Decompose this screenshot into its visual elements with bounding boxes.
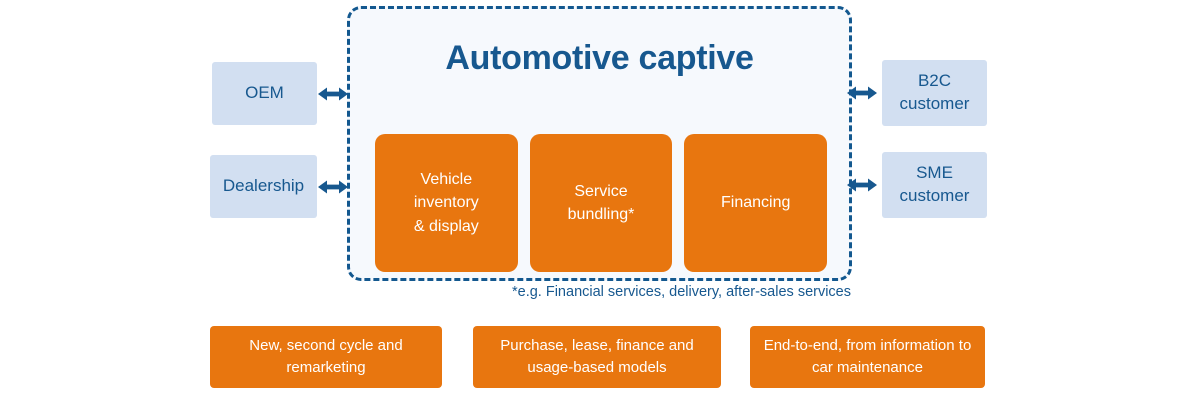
actor-label-oem: OEM [245,83,284,103]
actor-box-dealership[interactable]: Dealership [210,155,317,218]
callout-label: End-to-end, from information to car main… [763,336,972,377]
double-arrow-icon-sme [845,175,879,195]
double-arrow-icon-oem [316,84,350,104]
pillar-vehicle-inventory-display[interactable]: Vehicle inventory & display [375,134,518,272]
actor-label-b2c-customer: B2C customer [899,71,970,113]
page-title: Automotive captive [445,39,754,77]
callout-box-end-to-end[interactable]: End-to-end, from information to car main… [750,326,985,388]
automotive-captive-panel: Automotive captive Vehicle inventory & d… [347,6,852,281]
actor-label-dealership: Dealership [222,176,305,196]
callout-label: New, second cycle and remarketing [249,336,403,377]
pillar-label: Financing [720,194,791,212]
callout-label: Purchase, lease, finance and usage-based… [500,336,694,377]
actor-box-oem[interactable]: OEM [212,62,317,125]
actor-label-sme-customer: SME customer [899,163,970,205]
callout-box-new-second-cycle-remarketing[interactable]: New, second cycle and remarketing [210,326,442,388]
callout-box-purchase-lease-finance[interactable]: Purchase, lease, finance and usage-based… [473,326,721,388]
pillar-financing[interactable]: Financing [684,134,828,272]
actor-box-b2c-customer[interactable]: B2C customer [882,60,987,126]
actor-box-sme-customer[interactable]: SME customer [882,152,987,218]
double-arrow-icon-dealership [316,177,350,197]
pillar-service-bundling[interactable]: Service bundling* [529,134,673,272]
pillar-label: Vehicle inventory & display [413,171,479,235]
footnote-text: *e.g. Financial services, delivery, afte… [512,284,851,300]
double-arrow-icon-b2c [845,83,879,103]
pillar-label: Service bundling* [567,182,635,223]
captive-pillar-group: Vehicle inventory & display Service bund… [375,134,828,272]
